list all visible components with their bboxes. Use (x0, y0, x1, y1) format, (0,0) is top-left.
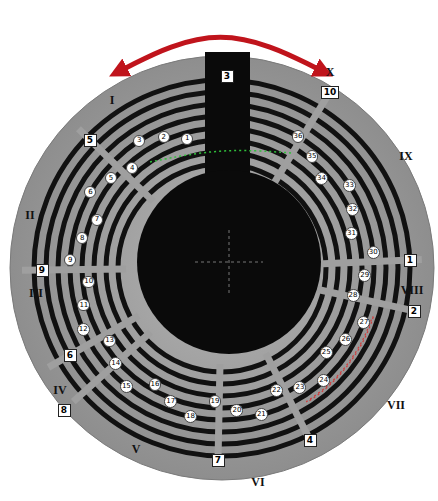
sector-numeral: V (132, 442, 141, 457)
sector-numeral: VIII (401, 283, 424, 298)
sector-numeral: IX (399, 149, 412, 164)
point-number: 5 (105, 172, 117, 184)
callout-number: 10 (84, 278, 93, 285)
callout-number: 24 (319, 377, 328, 384)
callout-number: 31 (347, 230, 356, 237)
callout-box: 1 (404, 254, 417, 267)
callout-number: 1 (185, 135, 189, 142)
callout-box: 4 (304, 434, 317, 447)
crosshair (229, 230, 230, 296)
callout-box: 8 (58, 404, 71, 417)
callout-number: 19 (211, 398, 220, 405)
callout-number: 4 (130, 165, 134, 172)
callout-number: 11 (79, 302, 88, 309)
callout-number: 33 (345, 182, 354, 189)
sector-numeral: VI (251, 475, 264, 490)
sector-numeral: IV (53, 383, 66, 398)
callout-number: 3 (224, 72, 230, 81)
callout-box: 9 (36, 264, 49, 277)
point-number: 18 (184, 410, 197, 423)
spoke-gap (266, 353, 313, 446)
spoke-gap (218, 364, 220, 468)
callout-number: 22 (272, 387, 281, 394)
callout-number: 20 (232, 407, 241, 414)
callout-number: 32 (348, 206, 357, 213)
sector-numeral: X (326, 65, 335, 80)
sector-numeral: III (29, 286, 43, 301)
callout-number: 27 (359, 319, 368, 326)
callout-number: 18 (186, 413, 195, 420)
trace-line (307, 317, 374, 402)
callout-number: 6 (88, 189, 92, 196)
callout-number: 2 (411, 307, 417, 316)
callout-number: 16 (151, 381, 160, 388)
point-number: 31 (345, 227, 358, 240)
callout-box: 3 (221, 70, 234, 83)
spoke-gap (73, 332, 150, 402)
point-number: 34 (315, 172, 328, 185)
point-number: 21 (255, 408, 268, 421)
callout-number: 17 (166, 398, 175, 405)
point-number: 36 (292, 130, 305, 143)
callout-number: 8 (61, 406, 67, 415)
callout-number: 34 (317, 175, 326, 182)
callout-number: 30 (369, 249, 378, 256)
callout-box: 5 (84, 134, 97, 147)
callout-number: 5 (87, 136, 93, 145)
callout-number: 13 (105, 337, 114, 344)
point-number: 16 (149, 378, 162, 391)
callout-number: 4 (307, 436, 313, 445)
callout-number: 28 (349, 292, 358, 299)
callout-box: 10 (321, 86, 339, 99)
callout-number: 8 (80, 235, 84, 242)
callout-number: 7 (215, 456, 221, 465)
callout-number: 23 (295, 384, 304, 391)
callout-number: 3 (137, 137, 141, 144)
callout-number: 29 (360, 272, 369, 279)
callout-box: 6 (64, 349, 77, 362)
sector-numeral: VII (387, 398, 405, 413)
callout-number: 21 (257, 411, 266, 418)
trace-line (150, 151, 292, 162)
point-number: 22 (270, 384, 283, 397)
point-number: 30 (367, 246, 380, 259)
callout-number: 1 (407, 256, 413, 265)
callout-number: 9 (68, 257, 72, 264)
point-number: 12 (77, 323, 90, 336)
callout-box: 2 (408, 305, 421, 318)
point-number: 20 (230, 404, 243, 417)
callout-number: 10 (324, 88, 337, 97)
sector-numeral: I (110, 93, 115, 108)
sector-numeral: II (25, 208, 34, 223)
callout-number: 14 (111, 360, 120, 367)
point-number: 28 (347, 289, 360, 302)
point-number: 15 (120, 380, 133, 393)
callout-box: 7 (212, 454, 225, 467)
callout-number: 25 (322, 349, 331, 356)
pupil (137, 170, 321, 354)
point-number: 1 (181, 133, 193, 145)
callout-number: 5 (109, 175, 113, 182)
callout-number: 26 (341, 336, 350, 343)
callout-number: 9 (39, 266, 45, 275)
point-number: 25 (320, 346, 333, 359)
point-number: 33 (343, 179, 356, 192)
callout-number: 15 (122, 383, 131, 390)
callout-number: 12 (79, 326, 88, 333)
callout-number: 2 (162, 134, 166, 141)
spoke-gap (78, 129, 153, 201)
callout-number: 7 (95, 216, 99, 223)
point-number: 3 (133, 135, 145, 147)
callout-number: 35 (308, 153, 317, 160)
point-number: 7 (91, 214, 103, 226)
callout-number: 36 (294, 133, 303, 140)
callout-number: 6 (67, 351, 73, 360)
rotation-arrow (118, 37, 324, 72)
